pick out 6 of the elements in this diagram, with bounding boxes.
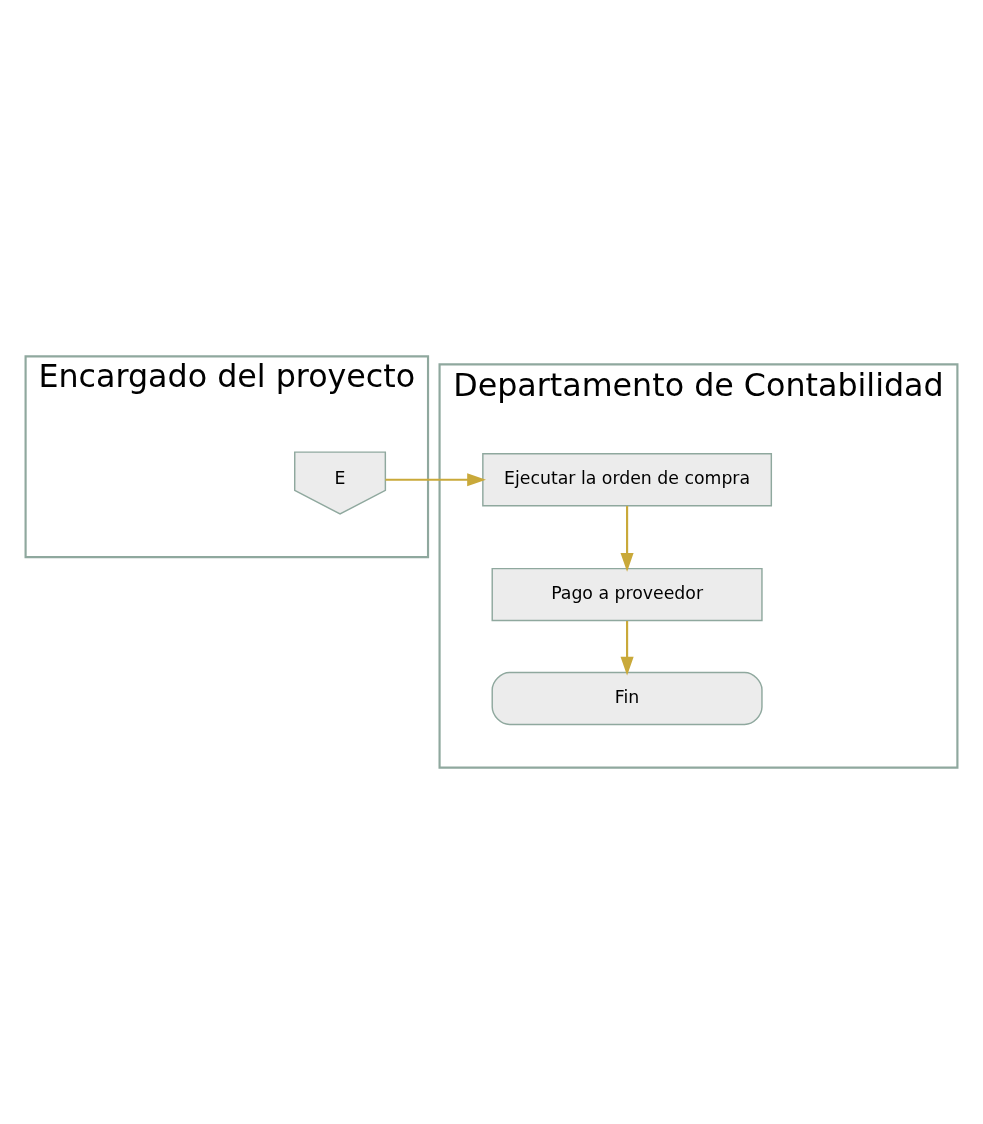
node-box: Ejecutar la orden de compra xyxy=(482,453,773,507)
node-box: Fin xyxy=(491,671,763,726)
arrow xyxy=(620,506,634,572)
arrow xyxy=(385,473,486,487)
node-box: Pago a proveedor xyxy=(491,567,763,622)
arrow xyxy=(620,621,634,676)
